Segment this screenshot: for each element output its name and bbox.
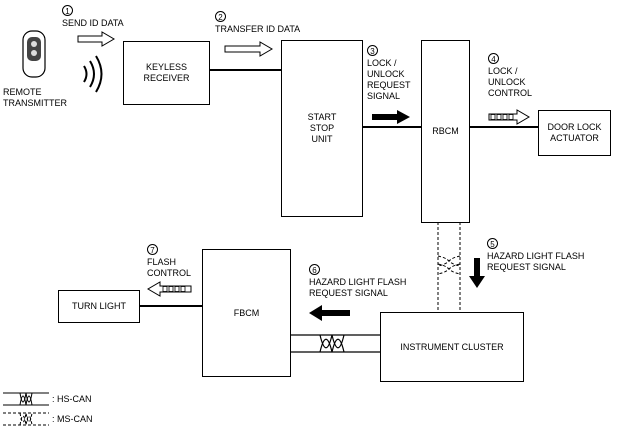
remote-transmitter-label: REMOTE TRANSMITTER [3,87,67,108]
step-3-number: 3 [367,45,378,56]
step-2-number: 2 [215,11,226,22]
step-4-label: LOCK / UNLOCK CONTROL [488,66,533,98]
door-lock-actuator-block: DOOR LOCK ACTUATOR [538,110,611,156]
step-6-label: HAZARD LIGHT FLASH REQUEST SIGNAL [309,277,407,298]
flash-control-arrow [147,281,192,297]
hazard-request-left-arrow [309,305,350,321]
legend-hs-can-symbol [3,392,49,406]
rbcm-block: RBCM [421,40,470,223]
start-stop-unit-block: START STOP UNIT [281,40,363,217]
legend-ms-can-symbol [3,412,49,426]
step-7-label: FLASH CONTROL [147,257,192,278]
send-id-arrow [77,31,115,47]
radio-wave-icon [83,55,103,93]
hazard-request-down-arrow [469,258,485,288]
step-5-number: 5 [487,238,498,249]
legend-hs-can-label: : HS-CAN [52,394,92,404]
step-4-number: 4 [488,53,499,64]
step-1-number: 1 [62,5,73,16]
fbcm-block: FBCM [202,249,291,377]
step-6-number: 6 [309,264,320,275]
step-2-label: TRANSFER ID DATA [215,24,301,34]
step-5-label: HAZARD LIGHT FLASH REQUEST SIGNAL [487,251,585,272]
ms-can-bus [437,222,461,312]
legend-ms-can-label: : MS-CAN [52,414,93,424]
lock-request-arrow [372,110,410,124]
remote-transmitter-icon [22,30,46,78]
step-1-label: SEND ID DATA [62,18,124,28]
lock-control-arrow [488,109,530,125]
instrument-cluster-block: INSTRUMENT CLUSTER [380,312,524,382]
hs-can-bus [290,334,380,353]
turn-light-block: TURN LIGHT [58,290,140,323]
step-3-label: LOCK / UNLOCK REQUEST SIGNAL [367,58,411,101]
transfer-id-arrow [224,41,273,57]
keyless-receiver-block: KEYLESS RECEIVER [123,41,210,105]
step-7-number: 7 [147,244,158,255]
